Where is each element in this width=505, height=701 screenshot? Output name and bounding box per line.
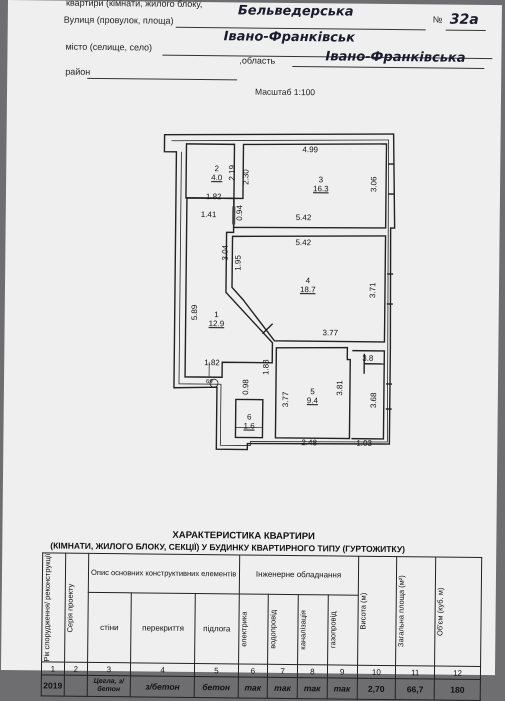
col-header: підлога bbox=[195, 593, 239, 664]
col-header: Рік спорудження/ реконструкції bbox=[42, 553, 52, 661]
dimension-label: 3.8 bbox=[362, 354, 373, 363]
document-page: квартири (кімнати, жилого блоку, Вулиця … bbox=[1, 0, 502, 675]
col-header: Інженерне обладнання bbox=[239, 555, 358, 595]
characteristics-table: Рік спорудження/ реконструкції Серія про… bbox=[41, 552, 482, 701]
dimension-label: 0.98 bbox=[241, 379, 250, 395]
dimension-label: 3.77 bbox=[281, 392, 290, 408]
dimension-label: 2.30 bbox=[241, 169, 250, 185]
col-number: 8 bbox=[297, 665, 327, 678]
dimension-label: 5.42 bbox=[295, 238, 311, 247]
col-header: водопровід bbox=[269, 610, 278, 649]
dimension-label: 5.42 bbox=[296, 213, 312, 222]
dimension-label: 1.83 bbox=[261, 359, 270, 375]
dimension-label: 3.04 bbox=[221, 245, 230, 261]
col-number: 5 bbox=[195, 664, 239, 677]
dimension-label: 1.41 bbox=[201, 210, 217, 219]
col-number: 7 bbox=[268, 664, 298, 677]
dimension-label: 3.77 bbox=[322, 328, 338, 337]
col-header: перекриття bbox=[131, 593, 196, 664]
col-number: 10 bbox=[357, 665, 396, 678]
dimension-label: 1.03 bbox=[356, 439, 372, 448]
col-number: 9 bbox=[327, 665, 357, 678]
dimension-label: 1.82 bbox=[204, 358, 220, 367]
dimension-label: 1.82 bbox=[206, 192, 222, 201]
col-number: 6 bbox=[238, 664, 268, 677]
dimension-label: 5.89 bbox=[190, 305, 199, 321]
dimension-label: 3.68 bbox=[369, 393, 378, 409]
dimension-label: 2.48 bbox=[301, 438, 317, 447]
col-number: 11 bbox=[396, 666, 435, 679]
col-header: Серія проекту bbox=[65, 583, 75, 632]
dimension-label: 3.71 bbox=[368, 282, 377, 298]
cell-floor: бетон bbox=[194, 677, 238, 698]
dimension-label: 3.81 bbox=[335, 380, 344, 396]
cell-area: 66,7 bbox=[396, 679, 435, 700]
dimension-label: 4.99 bbox=[302, 145, 318, 154]
cell-year: 2019 bbox=[41, 675, 64, 696]
cell-electric: так bbox=[238, 677, 268, 698]
col-header: Об'єм (куб. м) bbox=[436, 587, 446, 636]
col-header: газопровід bbox=[328, 612, 337, 649]
cell-walls: Цегла, з/бетон bbox=[87, 675, 131, 696]
col-header: Висота (м) bbox=[358, 592, 367, 629]
cell-sewer: так bbox=[297, 678, 327, 699]
dimension-label: 1.95 bbox=[233, 255, 242, 271]
col-number: 3 bbox=[87, 662, 131, 675]
col-header: каналізація bbox=[298, 610, 307, 650]
col-header: стіни bbox=[87, 592, 131, 663]
col-header: Загальна площа (м²) bbox=[397, 575, 407, 647]
dimension-label: 2.19 bbox=[227, 165, 236, 181]
col-header: електрика bbox=[239, 611, 248, 646]
col-number: 1 bbox=[41, 662, 64, 675]
cell-floors: з/бетон bbox=[130, 676, 194, 698]
dimension-label: 3.06 bbox=[369, 177, 378, 193]
col-number: 12 bbox=[435, 666, 481, 679]
col-number: 2 bbox=[64, 662, 87, 675]
dimension-label: 69 bbox=[206, 379, 213, 385]
cell-water: так bbox=[268, 677, 298, 698]
table-title: ХАРАКТЕРИСТИКА КВАРТИРИ bbox=[172, 530, 315, 542]
table-header-row: Рік спорудження/ реконструкції Серія про… bbox=[42, 553, 481, 597]
table-row: 2019 Цегла, з/бетон з/бетон бетон так та… bbox=[41, 675, 480, 701]
cell-height: 2,70 bbox=[357, 678, 396, 699]
cell-gas: так bbox=[327, 678, 357, 699]
col-header: Опис основних конструктивних елементів bbox=[88, 553, 239, 594]
dimension-label: 0.94 bbox=[235, 205, 244, 221]
floor-plan bbox=[2, 0, 502, 550]
cell-volume: 180 bbox=[434, 679, 480, 700]
cell-series bbox=[64, 675, 87, 696]
